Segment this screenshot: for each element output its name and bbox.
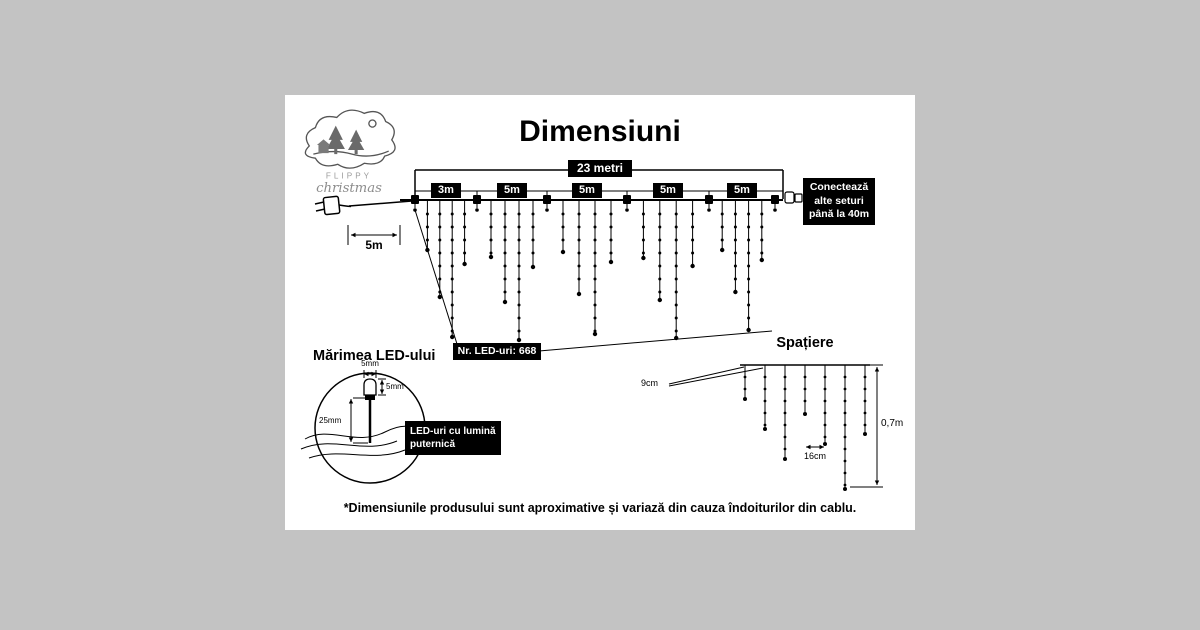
section-length-label: 3m <box>431 183 461 198</box>
page-title: Dimensiuni <box>519 115 681 148</box>
section-length-label: 5m <box>653 183 683 198</box>
connect-note: Conectează alte seturi până la 40m <box>803 178 875 225</box>
section-length-label: 5m <box>497 183 527 198</box>
led-size-heading: Mărimea LED-ului <box>313 348 436 364</box>
drop-gap-label: 9cm <box>641 378 659 388</box>
led-count-label: Nr. LED-uri: 668 <box>453 343 541 360</box>
power-plug-icon <box>314 195 413 216</box>
footnote: *Dimensiunile produsului sunt aproximati… <box>343 501 857 515</box>
total-length-label: 23 metri <box>568 160 632 177</box>
logo-house-icon <box>316 139 331 154</box>
brand-name: FLIPPY <box>326 172 372 181</box>
wire-connectors <box>411 195 779 212</box>
brand-subname: christmas <box>316 181 382 195</box>
led-count-leader-lines <box>414 209 773 352</box>
spacing-heading: Spațiere <box>776 335 834 351</box>
total-height-label: 25mm <box>319 416 342 425</box>
section-length-label: 5m <box>727 183 757 198</box>
lead-measure <box>347 225 401 245</box>
horizontal-gap-label: 16cm <box>803 451 826 461</box>
brand-logo: FLIPPY christmas <box>304 109 396 195</box>
section-length-label: 5m <box>572 183 602 198</box>
spacing-diagram <box>668 364 883 491</box>
bulb-width-label: 5mm <box>361 359 379 368</box>
logo-scene-icon <box>304 109 396 169</box>
drop-length-label: 0,7m <box>881 418 904 429</box>
light-drops <box>425 200 764 343</box>
end-connector-icon <box>784 191 803 204</box>
moon-icon <box>368 119 377 128</box>
bulb-height-label: 5mm <box>386 382 404 391</box>
led-brightness-note: LED-uri cu lumină puternică <box>405 421 501 455</box>
logo-trees-icon <box>326 125 365 155</box>
content-panel: FLIPPY christmas Dimensiuni 23 metri 3m … <box>285 95 915 530</box>
lead-length-label: 5m <box>365 238 383 252</box>
